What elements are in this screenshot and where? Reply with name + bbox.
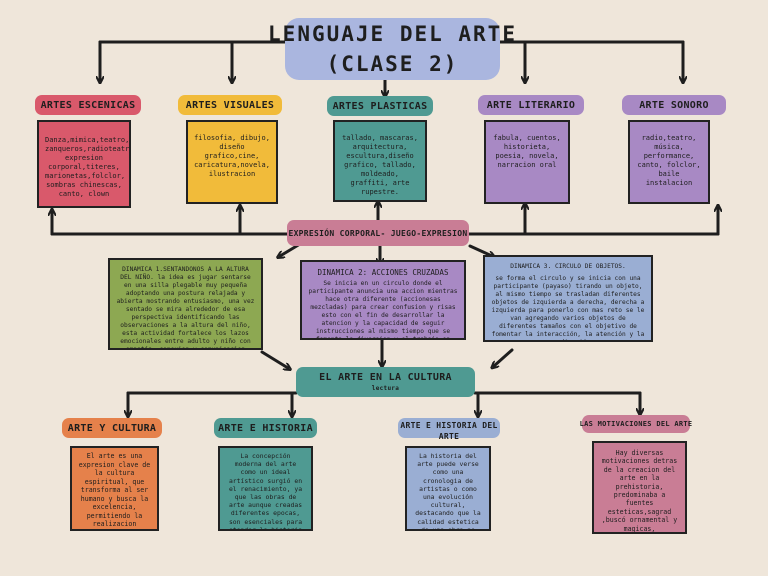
main-title: LENGUAJE DEL ARTE (CLASE 2)	[268, 18, 515, 80]
card-arte-literario: fabula, cuentos, historieta, poesia, nov…	[484, 120, 570, 204]
label-arte-literario: ARTE LITERARIO	[478, 95, 584, 115]
card-arte-y-cultura: El arte es una expresion clave de la cul…	[70, 446, 159, 531]
card-artes-visuales: filosofia, dibujo, diseño grafico,cine, …	[186, 120, 278, 204]
label-artes-visuales: ARTES VISUALES	[178, 95, 282, 115]
dinamica-2-title: DINAMICA 2: ACCIONES CRUZADAS	[317, 268, 449, 277]
card-dinamica-2: DINAMICA 2: ACCIONES CRUZADAS Se inicia …	[300, 260, 466, 340]
label-arte-e-historia-del-arte: ARTE E HISTORIA DEL ARTE	[398, 418, 500, 441]
label-artes-plasticas: ARTES PLASTICAS	[327, 96, 433, 116]
label-arte-e-historia: ARTE E HISTORIA	[214, 418, 317, 438]
card-artes-escenicas: Danza,mimica,teatro, zanqueros,radioteat…	[37, 120, 131, 208]
card-dinamica-1: DINAMICA 1.SENTANDONOS A LA ALTURA DEL N…	[108, 258, 263, 350]
card-dinamica-3: DINAMICA 3. CIRCULO DE OBJETOS. se forma…	[483, 255, 653, 342]
expresion-corporal-label: EXPRESIÓN CORPORAL- JUEGO-EXPRESION	[287, 220, 469, 246]
title-line-1: LENGUAJE DEL ARTE	[268, 22, 517, 46]
card-artes-plasticas: tallado, mascaras, arquitectura, escultu…	[333, 120, 427, 202]
label-arte-sonoro: ARTE SONORO	[622, 95, 726, 115]
arte-en-la-cultura-title: EL ARTE EN LA CULTURA	[319, 372, 452, 383]
card-arte-e-historia: La concepción moderna del arte como un i…	[218, 446, 313, 531]
arte-en-la-cultura-sub: lectura	[371, 385, 400, 392]
card-motivaciones-del-arte: Hay diversas motivaciones detras de la c…	[592, 441, 687, 534]
dinamica-3-text: se forma el circulo y se inicia con una …	[491, 275, 645, 340]
arte-en-la-cultura-label: EL ARTE EN LA CULTURA lectura	[296, 367, 475, 397]
dinamica-3-title: DINAMICA 3. CIRCULO DE OBJETOS.	[510, 263, 626, 270]
title-line-2: (CLASE 2)	[326, 52, 459, 76]
label-arte-e-historia-del-arte-text: ARTE E HISTORIA DEL ARTE	[400, 421, 498, 441]
label-arte-y-cultura: ARTE Y CULTURA	[62, 418, 162, 438]
label-motivaciones-del-arte: LAS MOTIVACIONES DEL ARTE	[580, 415, 692, 433]
dinamica-2-text: Se inicia en un circulo donde el partici…	[308, 280, 458, 340]
label-artes-escenicas: ARTES ESCENICAS	[35, 95, 141, 115]
card-arte-e-historia-del-arte: La historia del arte puede verse como un…	[405, 446, 491, 531]
card-arte-sonoro: radio,teatro, música, performance, canto…	[628, 120, 710, 204]
